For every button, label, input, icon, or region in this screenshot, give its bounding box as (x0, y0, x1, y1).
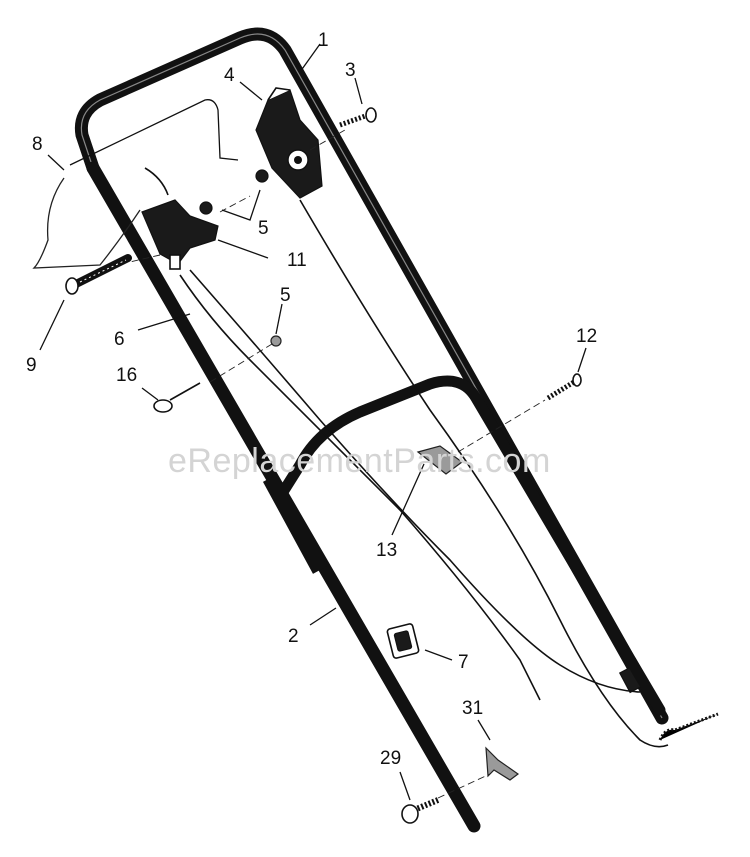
control-bracket (141, 199, 219, 270)
callout-13: 13 (376, 540, 397, 561)
callout-12: 12 (576, 326, 597, 347)
watermark: eReplacementParts.com (168, 442, 551, 480)
bail-wire (32, 99, 239, 269)
callout-3: 3 (345, 60, 356, 81)
callout-1: 1 (318, 30, 329, 51)
control-cables (144, 167, 669, 748)
callout-29: 29 (380, 748, 401, 769)
callout-6: 6 (114, 329, 125, 350)
alignment-lines (129, 129, 546, 799)
callout-16: 16 (116, 365, 137, 386)
callout-31: 31 (462, 698, 483, 719)
upper-handle (74, 27, 669, 725)
callout-11: 11 (287, 250, 307, 271)
leader-lines (39, 43, 587, 801)
callout-9: 9 (26, 355, 37, 376)
callout-4: 4 (224, 65, 235, 86)
callout-5b: 5 (280, 285, 291, 306)
callout-7: 7 (458, 652, 469, 673)
callout-5a: 5 (258, 218, 269, 239)
hardware (65, 107, 719, 824)
throttle-control (255, 87, 323, 199)
callout-8: 8 (32, 134, 43, 155)
lower-handle (86, 161, 666, 833)
callout-2: 2 (288, 626, 299, 647)
callout-numbers: 1 2 3 4 5 5 6 7 8 9 11 12 13 16 29 31 (26, 30, 597, 769)
